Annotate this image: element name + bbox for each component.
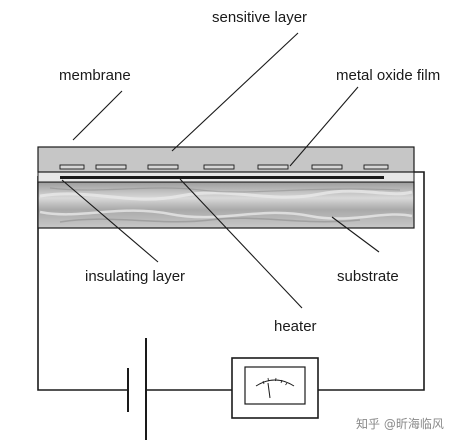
substrate-block [37,181,415,229]
metal-oxide-film-electrodes [59,164,389,170]
circuit-wires [37,171,425,391]
label-sensitive-layer: sensitive layer [212,9,307,26]
label-insulating-layer: insulating layer [85,268,185,285]
label-heater: heater [274,318,317,335]
watermark: 知乎 @昕海临风 [356,416,444,431]
label-substrate: substrate [337,268,399,285]
leader-lines [61,32,380,309]
label-membrane: membrane [59,67,131,84]
label-metal-oxide-film: metal oxide film [336,67,440,84]
battery-icon [127,338,147,440]
analog-meter-icon [231,357,319,419]
heater-element [60,176,384,179]
